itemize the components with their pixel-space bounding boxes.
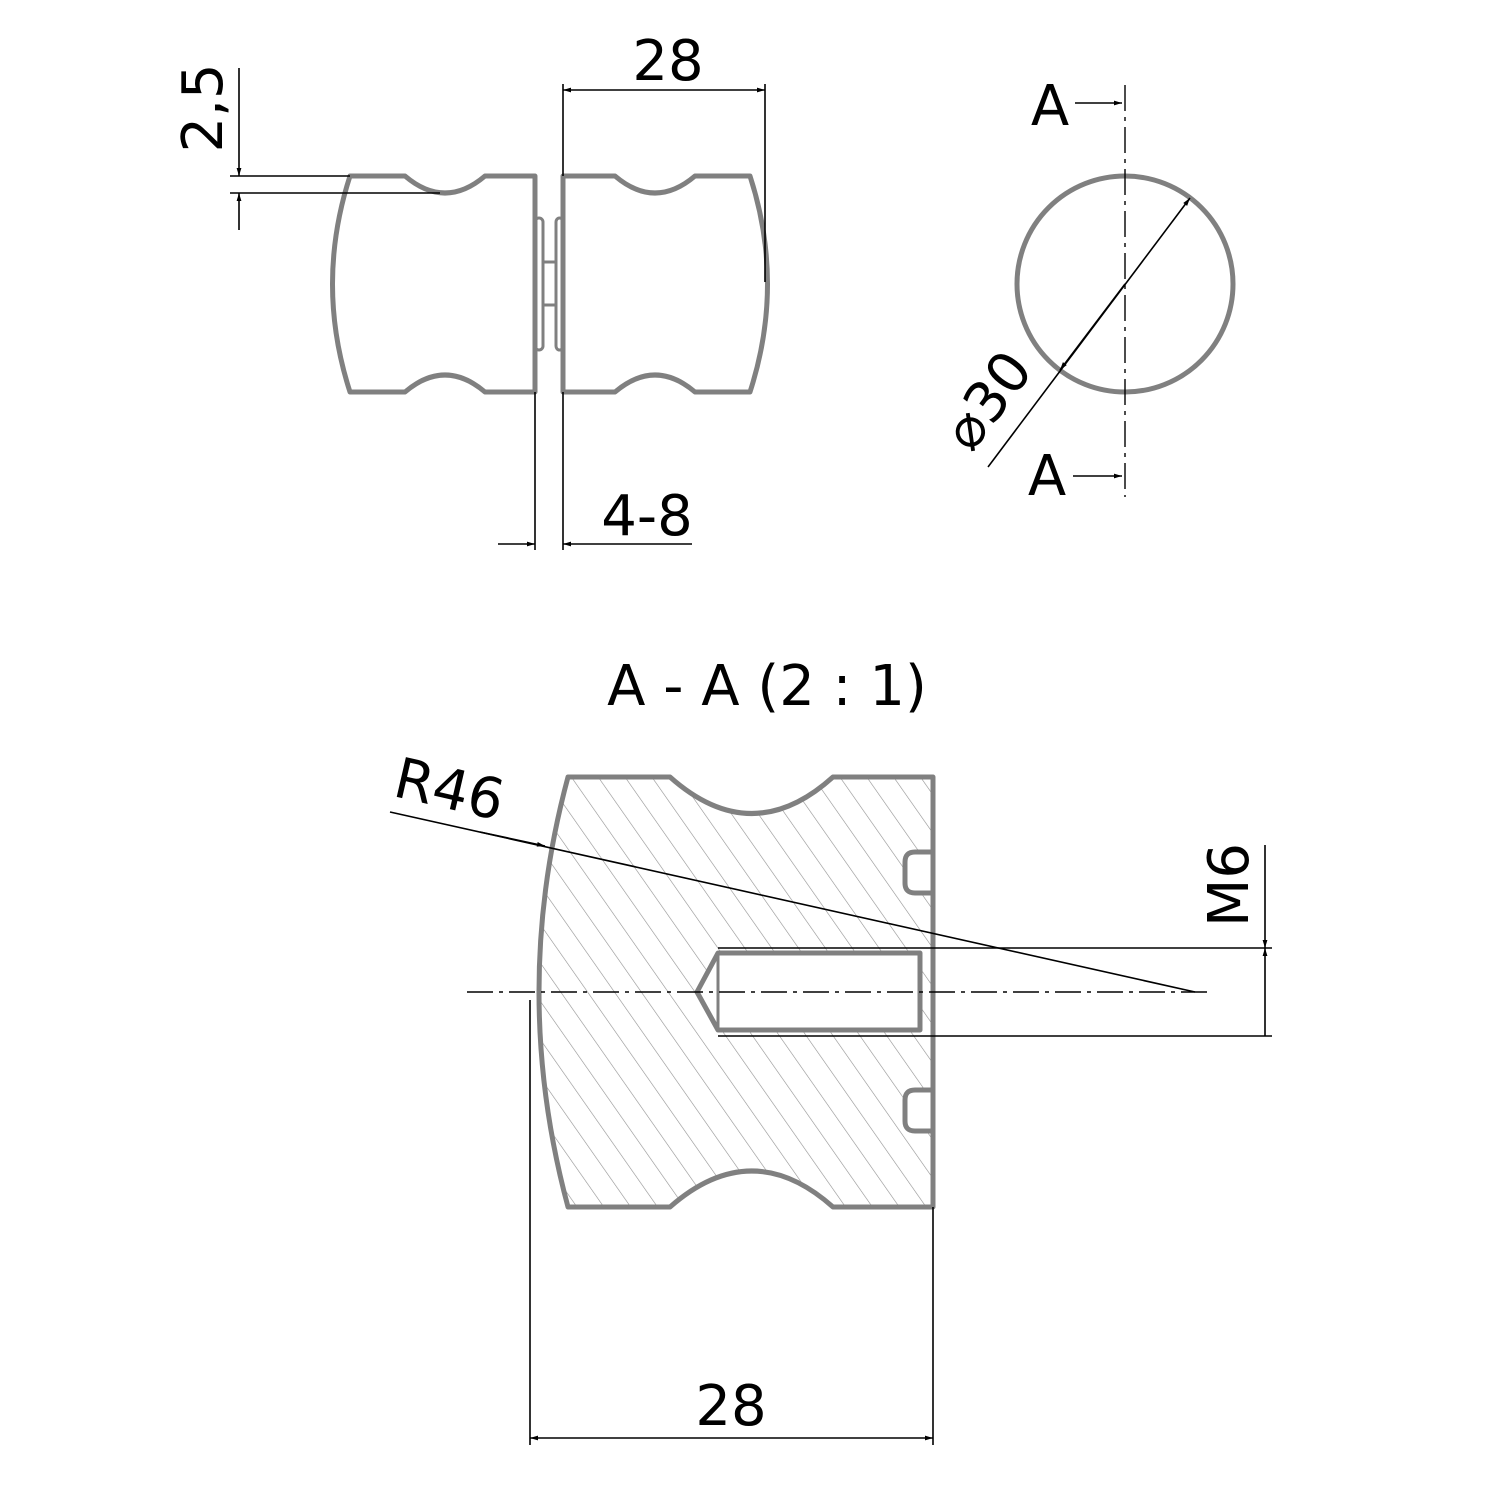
thread-label: M6 — [1197, 843, 1262, 927]
groove-top — [902, 849, 936, 896]
width-dimension-label: 28 — [632, 29, 703, 94]
side-view: ⌀30 A A — [931, 74, 1236, 509]
front-view: 28 2,5 4-8 — [171, 29, 770, 550]
section-title: A - A (2 : 1) — [607, 654, 927, 719]
section-mark-bottom: A — [1028, 444, 1066, 509]
right-knob-outline — [560, 173, 770, 395]
groove-depth-label: 2,5 — [171, 63, 236, 152]
section-width-label: 28 — [695, 1374, 766, 1439]
left-knob-outline — [330, 173, 538, 395]
glass-thickness-label: 4-8 — [601, 484, 692, 549]
section-outline — [536, 774, 936, 1210]
groove-fill — [905, 1090, 935, 1131]
right-collar — [554, 216, 565, 352]
section-mark-top: A — [1031, 74, 1069, 139]
threaded-hole — [694, 950, 923, 1033]
section-view: A - A (2 : 1) R46 M6 28 — [388, 654, 1272, 1445]
groove-bottom — [902, 1087, 936, 1134]
groove-fill — [905, 852, 935, 893]
left-collar — [533, 216, 545, 352]
radius-label: R46 — [388, 746, 510, 834]
